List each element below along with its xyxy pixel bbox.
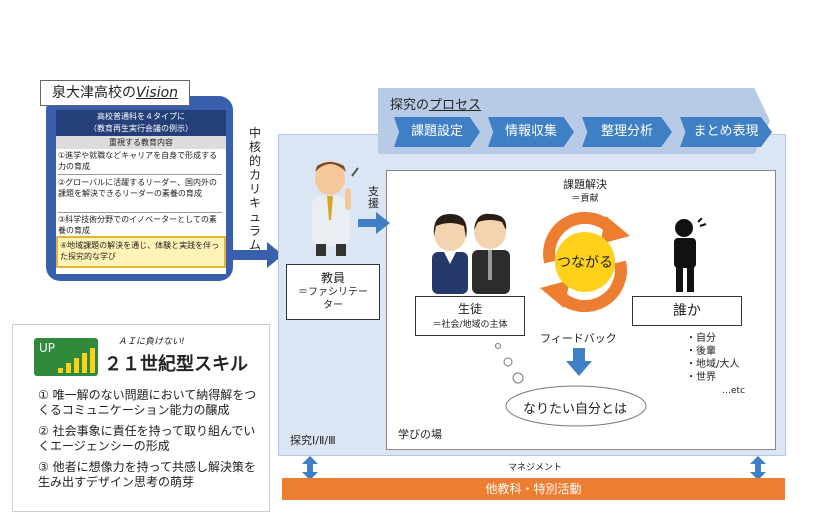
teacher-box: 教員 ＝ファシリテーター xyxy=(286,264,380,320)
up-chart-text: UP xyxy=(39,341,56,355)
support-label: 支援 xyxy=(368,185,379,210)
teacher-role: ＝ファシリテーター xyxy=(298,287,368,311)
process-title-prefix: 探究の xyxy=(390,98,430,113)
vision-title: 泉大津高校のVision xyxy=(40,80,190,106)
someone-figure-icon xyxy=(674,218,707,292)
connect-label: つながる xyxy=(557,255,613,271)
someone-item-2: ・後輩 xyxy=(686,346,716,357)
feedback-label: フィードバック xyxy=(540,332,617,345)
support-arrow xyxy=(358,212,390,234)
students-figure-icon xyxy=(432,213,510,294)
student-box: 生徒 ＝社会/地域の主体 xyxy=(415,296,525,336)
feedback-arrow xyxy=(566,348,592,376)
vision-header: 高校普通科を４タイプに （教育再生実行会議の例示） xyxy=(56,110,226,136)
other-subjects-bar: 他教科・特別活動 xyxy=(282,478,785,500)
vision-title-word: Vision xyxy=(135,85,179,101)
student-name: 生徒 xyxy=(457,302,482,316)
teacher-name: 教員 xyxy=(320,271,345,285)
vision-subheader: 重視する教育内容 xyxy=(56,136,226,149)
student-role: ＝社会/地域の主体 xyxy=(432,320,508,330)
goal-label: なりたい自分とは xyxy=(522,402,627,417)
up-chart-icon: UP xyxy=(34,338,98,376)
management-label: マネジメント xyxy=(507,463,562,473)
skills-title: ２１世紀型スキル xyxy=(104,354,248,375)
curriculum-label: 中核的カリキュラム xyxy=(248,126,261,252)
learning-place-label: 学びの場 xyxy=(398,428,442,441)
vision-item-4-highlight: ④地域課題の解決を通じ、体験と実践を伴った探究的な学び xyxy=(56,236,226,268)
teacher-figure-icon xyxy=(312,161,359,256)
vision-item-2: ②グローバルに活躍するリーダー、国内外の課題を解決できるリーダーの素養の育成 xyxy=(58,177,222,213)
process-title-word: プロセス xyxy=(429,98,482,113)
vision-item-1: ①進学や就職などキャリアを自身で形成する力の育成 xyxy=(58,150,222,175)
inquiry-label: 探究Ⅰ/Ⅱ/Ⅲ xyxy=(290,434,336,447)
vision-item-3: ③科学技術分野でのイノベーターとしての素養の育成 xyxy=(58,214,222,237)
skill-item-1: ① 唯一解のない問題において納得解をつくるコミュニケーション能力の醸成 xyxy=(38,388,257,417)
vision-title-prefix: 泉大津高校の xyxy=(51,85,136,101)
someone-item-4: ・世界 xyxy=(686,372,716,383)
left-double-arrow xyxy=(302,456,318,480)
someone-item-3: ・地域/大人 xyxy=(686,359,740,370)
process-step-3: 整理分析 xyxy=(582,117,672,147)
right-double-arrow xyxy=(750,456,766,480)
someone-box: 誰か xyxy=(632,296,742,326)
process-title: 探究のプロセス xyxy=(390,94,481,113)
someone-list: ・自分 ・後輩 ・地域/大人 ・世界 xyxy=(686,332,739,384)
process-step-1: 課題設定 xyxy=(394,117,480,147)
process-step-4: まとめ表現 xyxy=(680,117,772,147)
someone-item-1: ・自分 xyxy=(686,333,716,344)
skill-item-3: ③ 他者に想像力を持って共感し解決策を生み出すデザイン思考の萌芽 xyxy=(38,460,256,489)
vision-header-line2: （教育再生実行会議の例示） xyxy=(89,124,193,133)
someone-etc: …etc xyxy=(722,386,746,396)
skills-tagline: ＡＩに負けない! xyxy=(118,337,185,347)
solve-title: 課題解決 xyxy=(563,178,607,191)
connect-cycle xyxy=(540,211,630,313)
goal-cloud xyxy=(495,343,647,427)
skill-item-2: ② 社会事象に責任を持って取り組んでいくエージェンシーの形成 xyxy=(38,424,256,453)
vision-arrow xyxy=(233,242,283,268)
process-step-2: 情報収集 xyxy=(488,117,574,147)
vision-header-line1: 高校普通科を４タイプに xyxy=(97,112,185,121)
solve-sub: ＝貢献 xyxy=(571,194,599,204)
